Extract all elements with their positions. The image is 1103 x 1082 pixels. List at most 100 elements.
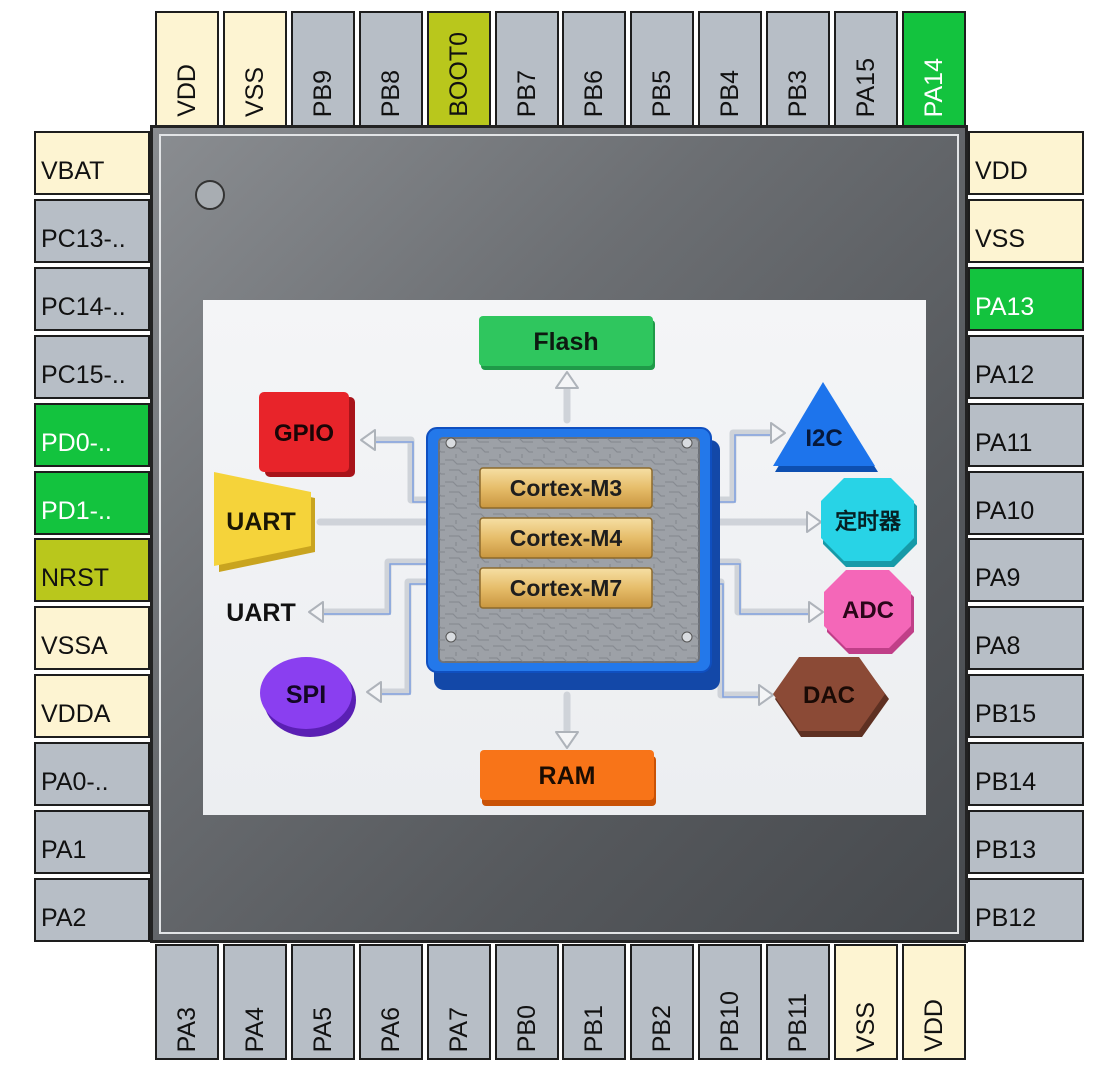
pin-top-vss: VSS (223, 11, 287, 127)
i2c-label: I2C (805, 425, 842, 452)
pin-label: PB2 (647, 1004, 676, 1052)
pin-bottom-pa4: PA4 (223, 944, 287, 1060)
pin-top-pa14: PA14 (902, 11, 966, 127)
pin-label: PA11 (975, 429, 1033, 457)
pin-left-pd1: PD1-.. (34, 471, 150, 535)
uart-in-block: UART (214, 472, 315, 572)
uart-out-bus (317, 558, 432, 616)
core-m7-plate (479, 567, 653, 609)
spi-block: SPI (260, 657, 356, 737)
pin-bottom-pb11: PB11 (766, 944, 830, 1060)
pin-label: PD0-.. (41, 429, 112, 457)
pin-top-vdd: VDD (155, 11, 219, 127)
flash-block: Flash (479, 316, 655, 370)
pin-left-pa0: PA0-.. (34, 742, 150, 806)
pin-right-pb13: PB13 (968, 810, 1084, 874)
pin-label: PB6 (579, 69, 608, 117)
pin-label: PA0-.. (41, 768, 109, 796)
pin-left-pa1: PA1 (34, 810, 150, 874)
pin-label: VSS (975, 225, 1026, 253)
screw-icon (445, 437, 457, 449)
dac-label: DAC (803, 682, 855, 709)
adc-arrow-icon (808, 601, 824, 623)
core-m7-label: Cortex-M7 (510, 575, 622, 601)
pin-label: VDD (975, 157, 1028, 185)
pin-label: PB11 (783, 992, 812, 1052)
pin-label: PB10 (715, 990, 744, 1052)
gpio-arrow-icon (360, 429, 376, 451)
pin-bottom-vss: VSS (834, 944, 898, 1060)
pin-right-pa8: PA8 (968, 606, 1084, 670)
core-labels: Cortex-M3 Cortex-M4 Cortex-M7 (479, 467, 653, 609)
uart-in-label: UART (226, 508, 295, 536)
pin-top-pb3: PB3 (766, 11, 830, 127)
core-m3-label: Cortex-M3 (510, 475, 622, 501)
pin-right-vdd: VDD (968, 131, 1084, 195)
adc-bus (707, 558, 817, 616)
gpio-label: GPIO (274, 420, 334, 447)
pin-label: PA2 (41, 904, 87, 932)
pin-left-vbat: VBAT (34, 131, 150, 195)
pin-right-pb14: PB14 (968, 742, 1084, 806)
pin-label: PA14 (919, 57, 948, 117)
pin-label: PA5 (308, 1006, 337, 1052)
pin-top-pb4: PB4 (698, 11, 762, 127)
pin-top-boot0: BOOT0 (427, 11, 491, 127)
flash-label: Flash (533, 328, 598, 356)
pin-right-pa11: PA11 (968, 403, 1084, 467)
pin-bottom-pa5: PA5 (291, 944, 355, 1060)
i2c-arrow-icon (770, 422, 786, 444)
pin-left-pc15: PC15-.. (34, 335, 150, 399)
ic-package-inner-border (159, 134, 959, 934)
pin-left-vdda: VDDA (34, 674, 150, 738)
dac-arrow-icon (758, 684, 774, 706)
pin-top-pb8: PB8 (359, 11, 423, 127)
pin-right-pa12: PA12 (968, 335, 1084, 399)
screw-icon (681, 631, 693, 643)
pin-right-vss: VSS (968, 199, 1084, 263)
core-m4-label: Cortex-M4 (510, 525, 623, 551)
flash-arrow-icon (555, 371, 579, 389)
gpio-block: GPIO (259, 392, 355, 477)
pin-left-vssa: VSSA (34, 606, 150, 670)
i2c-bus (707, 429, 779, 504)
pin-bottom-pa3: PA3 (155, 944, 219, 1060)
pin-label: NRST (41, 564, 110, 592)
pin-label: VDD (919, 999, 948, 1052)
pin-label: PB1 (579, 1004, 608, 1052)
pin-label: PC15-.. (41, 361, 126, 389)
ram-label: RAM (539, 762, 596, 790)
pin-label: VSS (851, 1001, 880, 1052)
pin-label: PB7 (512, 69, 541, 117)
pin-label: VSS (240, 66, 269, 117)
pin-label: VBAT (41, 157, 105, 185)
pin-label: VSSA (41, 632, 108, 660)
pin-top-pb5: PB5 (630, 11, 694, 127)
pin-label: PC14-.. (41, 293, 126, 321)
timer-arrow-icon (806, 511, 822, 533)
pin-label: PB4 (715, 69, 744, 117)
pin-left-nrst: NRST (34, 538, 150, 602)
bus-lines (316, 378, 817, 742)
pin-label: PA1 (41, 836, 87, 864)
pin-label: PB14 (975, 768, 1037, 796)
pin-top-pb9: PB9 (291, 11, 355, 127)
pin-label: PB13 (975, 836, 1037, 864)
pin-label: PC13-.. (41, 225, 126, 253)
screw-icon (681, 437, 693, 449)
pin-label: PA15 (851, 57, 880, 117)
dac-block: DAC (773, 657, 889, 737)
ram-arrow-icon (555, 731, 579, 749)
pin-bottom-pa7: PA7 (427, 944, 491, 1060)
pin-label: PA13 (975, 293, 1035, 321)
pin-bottom-pa6: PA6 (359, 944, 423, 1060)
pin-label: PA4 (240, 1006, 269, 1052)
adc-block: ADC (824, 570, 914, 654)
architecture-diagram-svg: Cortex-M3 Cortex-M4 Cortex-M7 Flash RAM … (214, 316, 917, 806)
pin-label: PB8 (376, 69, 405, 117)
pin-right-pb12: PB12 (968, 878, 1084, 942)
screw-icon (445, 631, 457, 643)
uart-out-label: UART (226, 599, 295, 627)
uart-out-arrow-icon (308, 601, 324, 623)
pin-right-pa10: PA10 (968, 471, 1084, 535)
